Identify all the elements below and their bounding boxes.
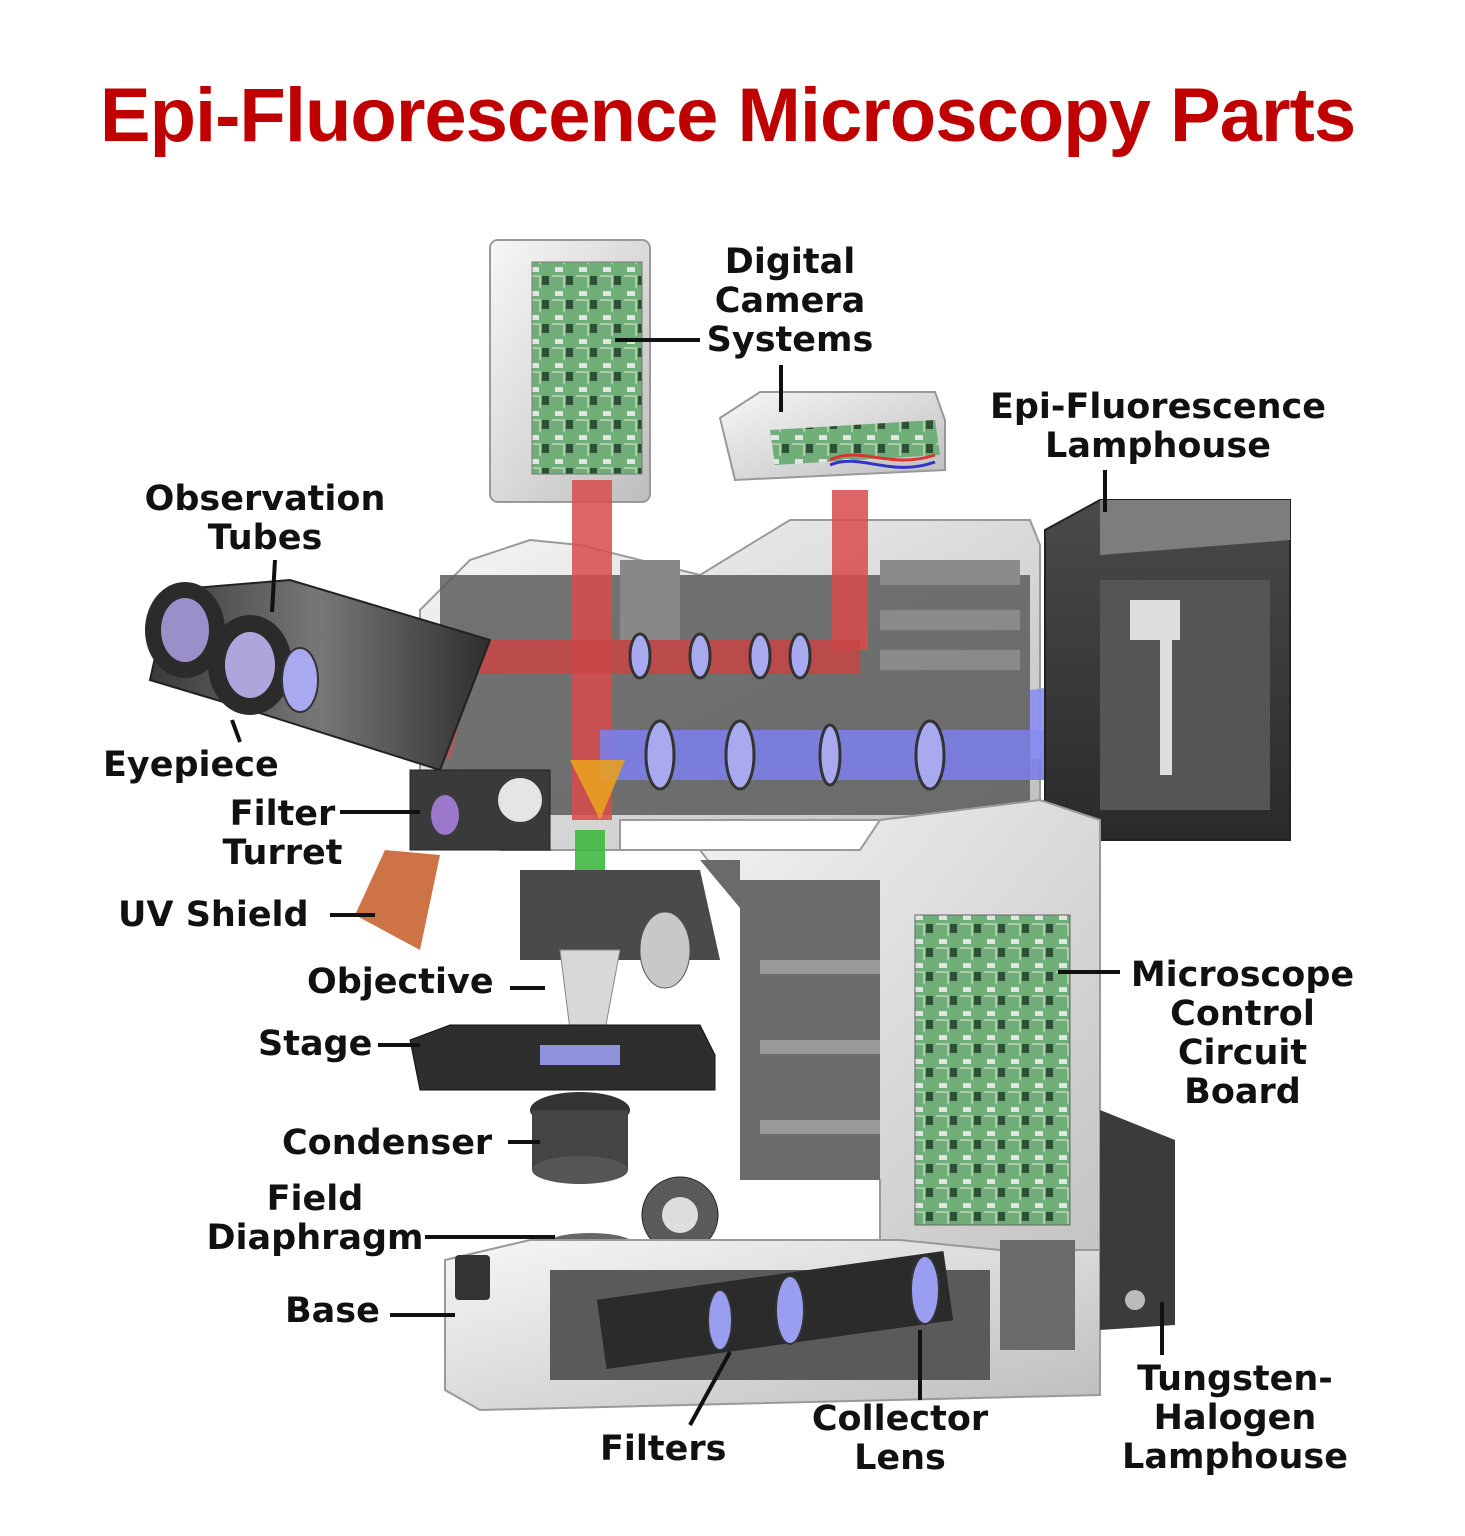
label-tungsten-lamphouse-line-3: Lamphouse — [1110, 1438, 1360, 1477]
label-microscope-control-line-3: Circuit — [1120, 1034, 1365, 1073]
label-filters: Filters — [600, 1430, 726, 1469]
epi-lamphouse — [1045, 500, 1290, 840]
label-microscope-control: Microscope Control Circuit Board — [1120, 956, 1365, 1112]
microscope-stage — [410, 1025, 715, 1090]
label-epi-lamphouse-line-1: Epi-Fluorescence — [978, 388, 1338, 427]
label-epi-lamphouse: Epi-Fluorescence Lamphouse — [978, 388, 1338, 466]
label-uv-shield: UV Shield — [118, 896, 309, 935]
label-digital-camera: Digital Camera Systems — [700, 243, 880, 360]
label-microscope-control-line-2: Control — [1120, 995, 1365, 1034]
label-microscope-control-line-1: Microscope — [1120, 956, 1365, 995]
label-observation-tubes-line-2: Tubes — [140, 519, 390, 558]
label-field-diaphragm-line-2: Diaphragm — [200, 1219, 430, 1258]
label-condenser: Condenser — [282, 1124, 492, 1163]
label-epi-lamphouse-line-2: Lamphouse — [978, 427, 1338, 466]
uv-shield — [355, 850, 440, 950]
label-eyepiece: Eyepiece — [103, 746, 279, 785]
label-collector-lens: Collector Lens — [800, 1400, 1000, 1478]
label-stage: Stage — [258, 1025, 372, 1064]
label-digital-camera-line-3: Systems — [700, 321, 880, 360]
objective-nosepiece — [520, 870, 720, 1050]
label-field-diaphragm-line-1: Field — [200, 1180, 430, 1219]
label-collector-lens-line-1: Collector — [800, 1400, 1000, 1439]
label-digital-camera-line-1: Digital — [700, 243, 880, 282]
condenser — [530, 1092, 630, 1184]
label-microscope-control-line-4: Board — [1120, 1073, 1365, 1112]
label-digital-camera-line-2: Camera — [700, 282, 880, 321]
digital-camera-right — [720, 392, 945, 480]
label-field-diaphragm: Field Diaphragm — [200, 1180, 430, 1258]
filter-turret — [410, 770, 550, 850]
label-observation-tubes-line-1: Observation — [140, 480, 390, 519]
label-observation-tubes: Observation Tubes — [140, 480, 390, 558]
label-tungsten-lamphouse: Tungsten- Halogen Lamphouse — [1110, 1360, 1360, 1477]
label-tungsten-lamphouse-line-1: Tungsten- — [1110, 1360, 1360, 1399]
digital-camera-left — [490, 240, 650, 502]
label-filter-turret-line-2: Turret — [220, 834, 345, 873]
label-collector-lens-line-2: Lens — [800, 1439, 1000, 1478]
label-objective: Objective — [307, 963, 494, 1002]
label-tungsten-lamphouse-line-2: Halogen — [1110, 1399, 1360, 1438]
label-filter-turret-line-1: Filter — [220, 795, 345, 834]
label-base: Base — [285, 1292, 380, 1331]
circuit-board — [915, 915, 1070, 1225]
label-filter-turret: Filter Turret — [220, 795, 345, 873]
